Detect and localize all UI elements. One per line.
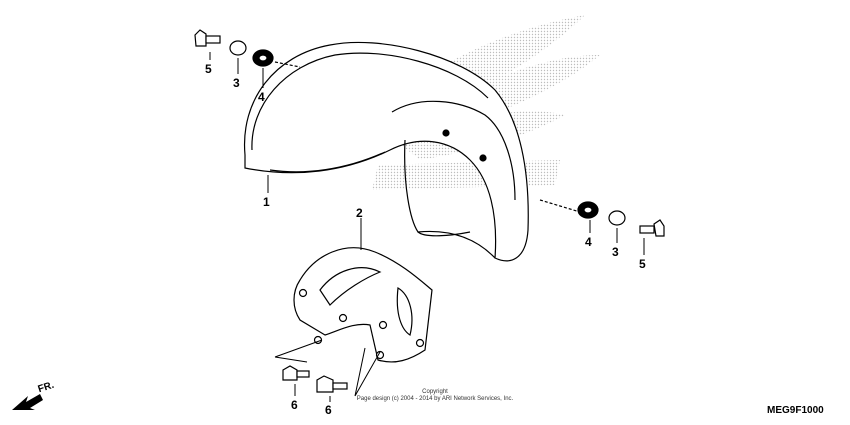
callout-collar-left: 3 — [233, 76, 240, 90]
copyright-line-2: Page design (c) 2004 - 2014 by ARI Netwo… — [356, 396, 514, 402]
left-hardware — [194, 29, 301, 68]
diagram-code: MEG9F1000 — [767, 405, 824, 416]
fender-stay — [293, 247, 433, 363]
callout-bolt-left: 5 — [205, 62, 212, 76]
callout-fender: 1 — [263, 195, 270, 209]
leader-lines — [209, 52, 645, 402]
callout-bolt-lower-left: 6 — [291, 398, 298, 412]
lower-bolts — [282, 365, 348, 393]
front-arrow-icon — [12, 394, 43, 410]
callout-collar-right: 3 — [612, 245, 619, 259]
copyright-line-1: Copyright — [422, 389, 448, 395]
copyright-notice: Copyright Page design (c) 2004 - 2014 by… — [340, 389, 530, 403]
callout-stay: 2 — [356, 206, 363, 220]
right-hardware — [539, 199, 665, 237]
front-fender — [243, 41, 529, 262]
callout-bolt-lower-right: 6 — [325, 403, 332, 417]
callout-bolt-right: 5 — [639, 257, 646, 271]
callout-rubber-right: 4 — [585, 235, 592, 249]
callout-rubber-left: 4 — [258, 90, 265, 104]
